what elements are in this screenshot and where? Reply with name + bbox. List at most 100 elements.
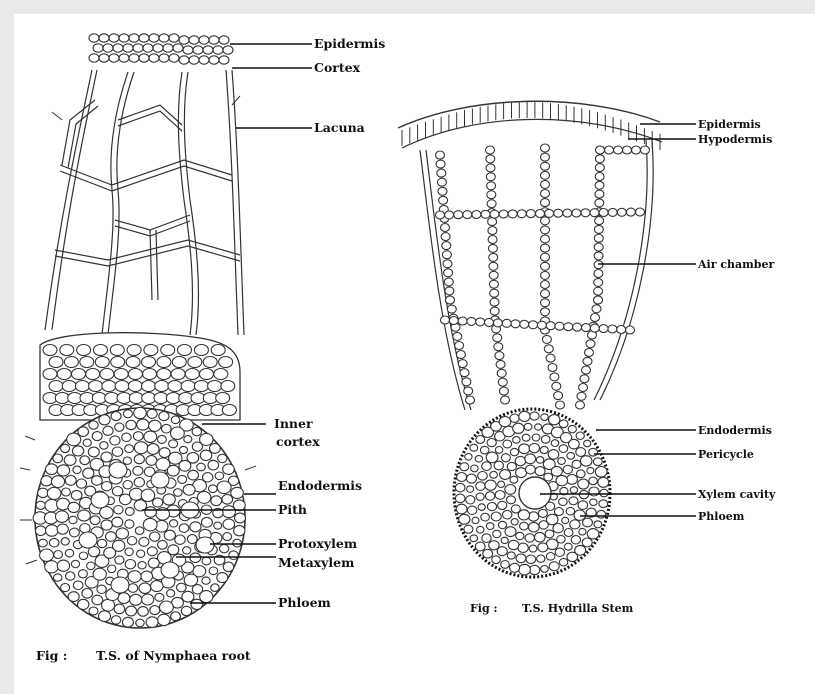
stele-cell [92,476,103,486]
stele-cell [476,493,484,500]
epidermis-cell [153,44,163,52]
stele-cell [188,470,199,480]
air-chamber-wall-cell [490,289,499,297]
stele-cell [233,539,242,547]
stele-cell [146,617,158,628]
stele-cell [200,450,212,460]
air-chamber-wall-cell [617,326,626,334]
stele-cell [175,535,185,544]
epidermis-cell [169,34,179,42]
air-chamber-wall-cell [441,316,450,324]
stele-cell [158,540,168,549]
stele-cell [53,454,63,463]
air-chamber-wall-cell [541,262,550,270]
stele-cell [546,514,558,524]
stele-cell [57,560,69,571]
air-chamber-wall-cell [617,208,626,216]
stele-cell [57,465,69,476]
stele-cell [83,439,91,446]
air-chamber-wall-cell [487,191,496,199]
epidermis-cell [99,34,109,42]
cortex-cell [94,345,108,356]
stele-cell [162,424,172,433]
air-chamber-wall-cell [586,340,595,348]
air-chamber-wall-cell [541,281,550,289]
epidermis-cell [93,44,103,52]
stele-cell [554,508,563,516]
air-chamber-wall-cell [496,360,505,368]
stele-cell [217,481,231,494]
air-chamber-wall-cell [595,155,604,163]
air-chamber-wall-cell [458,317,467,325]
stele-cell [101,452,112,462]
cortex-cell [142,381,156,392]
stele-cell [36,501,45,509]
air-chamber-wall-cell [485,318,494,326]
stele-cell [65,549,73,557]
stele-cell [92,595,103,605]
epidermis-cell [143,44,153,52]
stele-cell [457,473,467,482]
stele-cell [113,540,125,551]
air-chamber-wall-cell [489,253,498,261]
epidermis-cell [219,56,229,64]
air-chamber-wall-cell [529,321,538,329]
stele-cell [202,557,211,565]
air-chamber-wall-cell [595,199,604,207]
stele-cell [478,472,488,481]
nymphaea-label-epidermis: Epidermis [314,36,385,51]
air-chamber-wall-cell [542,335,551,343]
cortex-cell [60,345,74,356]
stele-cell [584,440,591,447]
stele-cell [526,555,536,564]
stele-cell [116,528,128,539]
stele-cell [535,467,545,476]
air-chamber-wall-cell [517,210,526,218]
air-chamber-wall-cell [438,187,447,195]
stele-cell [567,552,578,561]
stele-cell [89,421,98,429]
xylem-vessel [151,472,169,488]
stele-cell [455,483,465,492]
cortex-cell [214,369,228,380]
air-chamber-wall-cell [454,211,463,219]
air-chamber-wall-cell [636,208,645,216]
stele-cell [125,445,134,453]
stele-cell [122,433,131,441]
cortex-cell [62,381,76,392]
stele-cell [148,558,159,568]
stele-cell [518,543,528,552]
epidermis-cell [119,34,129,42]
stele-cell [600,489,608,497]
stele-cell [501,537,508,543]
stele-cell [115,423,124,431]
air-chamber-wall-cell [537,321,546,329]
stele-cell [87,562,95,570]
xylem-vessel [111,577,129,593]
stele-cell [141,571,153,582]
cortex-cell [143,369,157,380]
stele-cell [155,593,164,601]
air-chamber-wall-cell [443,260,452,268]
epidermis-cell [163,44,173,52]
stele-cell [511,505,520,513]
stele-cell [571,536,580,544]
stele-cell [476,482,485,491]
stele-cell [143,518,157,530]
air-chamber-wall-cell [490,307,499,315]
epidermis-cell [209,36,219,44]
stele-cell [576,448,586,457]
stele-cell [491,512,501,521]
air-chamber-wall-cell [541,253,550,261]
stele-cell [519,411,530,421]
cortex-cell [49,357,63,368]
stele-cell [223,562,234,572]
stele-cell [569,497,578,505]
stele-cell [510,476,518,483]
epidermis-cell [129,54,139,62]
stele-cell [501,561,510,569]
air-chamber-wall-cell [594,243,603,251]
stele-cell [470,444,478,451]
air-chamber-wall-cell [436,211,445,219]
